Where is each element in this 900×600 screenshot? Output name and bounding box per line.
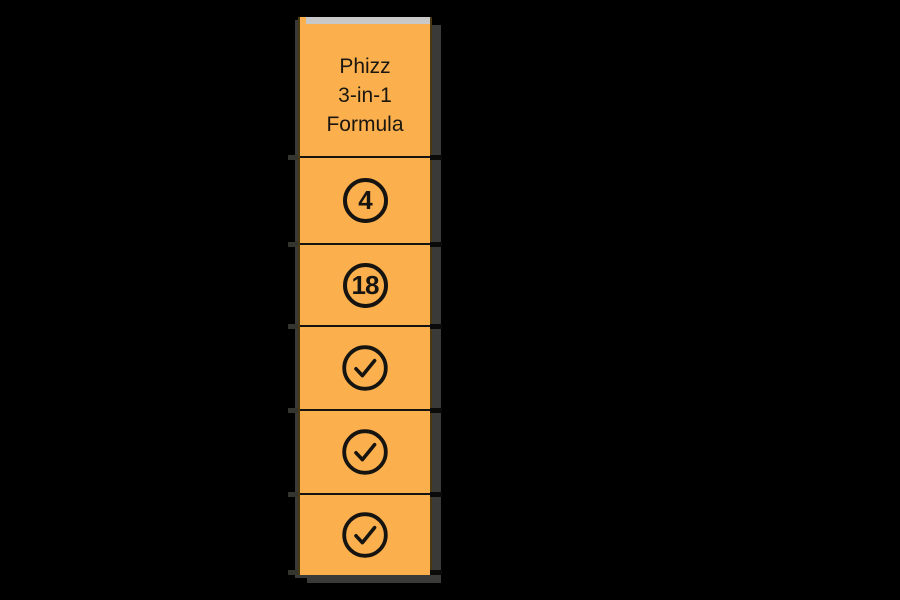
row-divider-tick [430, 155, 442, 160]
column-header-line-1: Phizz [339, 54, 391, 78]
row-divider-tick [288, 155, 298, 160]
table-top-edge [306, 17, 430, 24]
table-cell-check-1 [300, 325, 430, 409]
check-circle-icon [342, 345, 388, 391]
row-divider-tick [430, 492, 442, 497]
row-divider-tick [288, 570, 298, 575]
row-divider-tick [430, 570, 442, 575]
row-divider-tick [288, 492, 298, 497]
comparison-column-phizz: Phizz 3-in-1 Formula 4 18 [288, 17, 442, 575]
table-cell-check-2 [300, 409, 430, 493]
row-divider-tick [288, 408, 298, 413]
column-header-line-2: 3-in-1 [338, 83, 392, 107]
table-cell-number-1: 4 [300, 156, 430, 243]
column-header: Phizz 3-in-1 Formula [300, 24, 430, 156]
row-divider-tick [430, 408, 442, 413]
check-circle-icon [342, 512, 388, 558]
row-divider-tick [288, 242, 298, 247]
circled-number-icon: 18 [342, 262, 388, 308]
column-header-line-3: Formula [326, 112, 404, 136]
table-cell-number-2: 18 [300, 243, 430, 325]
table-cell-check-3 [300, 493, 430, 575]
circled-number-icon: 4 [342, 178, 388, 223]
row-divider-tick [430, 242, 442, 247]
row-divider-tick [430, 324, 442, 329]
number-value: 18 [351, 269, 380, 300]
number-value: 4 [358, 185, 373, 215]
row-divider-tick [288, 324, 298, 329]
check-circle-icon [342, 429, 388, 475]
